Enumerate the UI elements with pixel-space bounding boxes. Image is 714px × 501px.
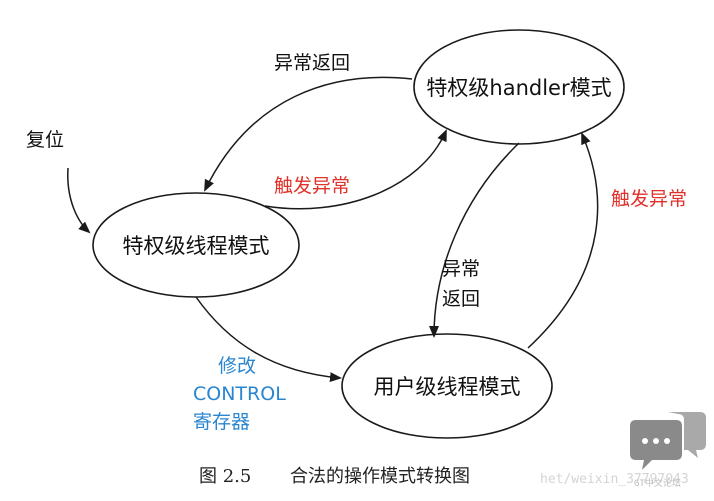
edge-user-to-handler (527, 132, 599, 349)
chat-bubble-icon (630, 412, 706, 470)
label-exception-return-top: 异常返回 (274, 52, 350, 74)
node-thread-privileged-label: 特权级线程模式 (123, 234, 270, 258)
edge-handler-to-privileged (204, 76, 413, 192)
label-reset: 复位 (26, 129, 64, 151)
edge-privileged-to-user (195, 296, 342, 383)
watermark-url: het/weixin_37797043 (540, 472, 689, 487)
node-handler-mode-label: 特权级handler模式 (426, 76, 611, 100)
node-handler-mode: 特权级handler模式 (413, 29, 625, 145)
edge-reset-to-privileged (67, 167, 91, 234)
label-trigger-exception-middle: 触发异常 (274, 175, 350, 197)
label-exception-return-right-line2: 返回 (442, 288, 480, 310)
label-modify-control-line1: 修改 (218, 355, 256, 377)
label-modify-control-line3: 寄存器 (193, 411, 250, 433)
node-thread-user: 用户级线程模式 (341, 333, 553, 439)
watermark-forum: GT中文论坛 (634, 477, 681, 489)
figure-number: 图 2.5 (199, 466, 251, 487)
node-thread-user-label: 用户级线程模式 (374, 375, 521, 399)
edge-handler-to-user (429, 142, 520, 338)
figure-title: 合法的操作模式转换图 (290, 466, 470, 487)
label-exception-return-right-line1: 异常 (442, 258, 480, 280)
label-trigger-exception-right: 触发异常 (611, 188, 687, 210)
edge-privileged-to-handler (264, 129, 447, 210)
node-thread-privileged: 特权级线程模式 (92, 192, 300, 298)
label-modify-control-line2: CONTROL (193, 383, 286, 405)
